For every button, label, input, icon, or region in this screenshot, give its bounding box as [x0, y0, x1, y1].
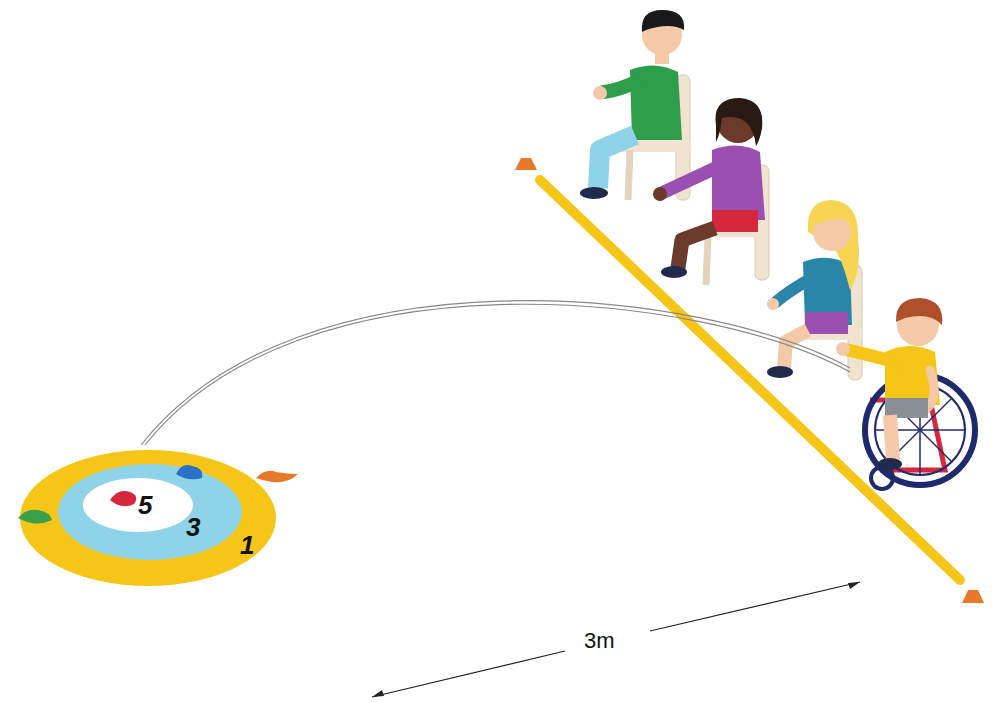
throw-arc	[145, 304, 850, 445]
child-purple	[653, 98, 769, 285]
child-blonde	[767, 200, 862, 380]
score-number: 5	[138, 492, 152, 518]
target-ring: 135	[20, 450, 276, 586]
child-green	[580, 10, 690, 200]
child-wheelchair	[836, 298, 975, 489]
score-number: 3	[186, 514, 200, 540]
ring-fill	[58, 464, 242, 560]
throw-arc	[141, 301, 850, 445]
throw-line	[540, 180, 960, 580]
target-ring: 5	[83, 478, 193, 532]
beanbag	[18, 510, 52, 524]
beanbag	[256, 471, 298, 482]
dimension-line	[372, 582, 860, 697]
beanbag	[176, 465, 202, 479]
dimension-label: 3m	[584, 628, 615, 654]
score-number: 1	[240, 532, 254, 558]
ring-fill	[20, 450, 276, 586]
target-ring: 35	[58, 464, 242, 560]
beanbag	[110, 491, 136, 506]
cone	[515, 158, 537, 170]
cone	[962, 590, 984, 603]
ring-fill	[83, 478, 193, 532]
